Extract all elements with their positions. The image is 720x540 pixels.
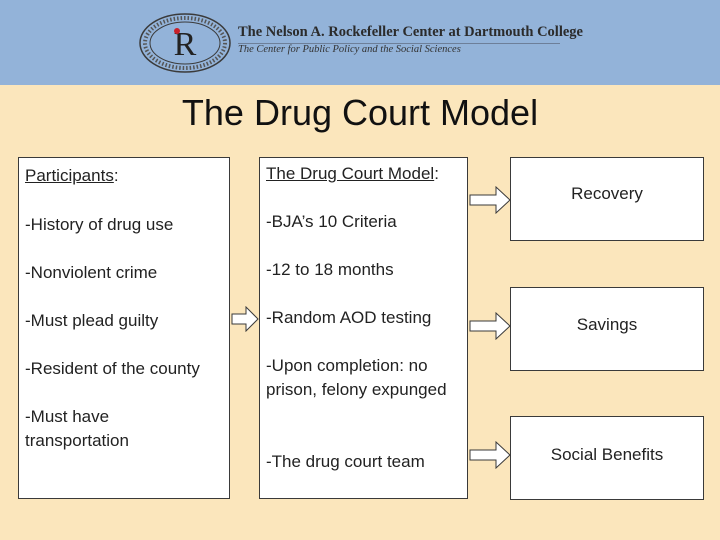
outcome-label: Savings	[576, 315, 638, 334]
participants-heading-text: Participants	[25, 166, 114, 185]
outcome-label: Recovery	[571, 184, 643, 203]
participants-heading-colon: :	[113, 166, 119, 185]
outcome-box-social-benefits: Social Benefits	[510, 416, 704, 500]
participant-item: -Resident of the county	[25, 359, 200, 378]
model-heading-text: The Drug Court Model	[266, 164, 435, 183]
participant-item: -Nonviolent crime	[25, 263, 158, 282]
center-name: The Nelson A. Rockefeller Center at Dart…	[238, 24, 583, 40]
model-item: -The drug court team	[266, 452, 425, 471]
model-item: -Upon completion: no prison, felony expu…	[266, 356, 447, 399]
participant-item: -Must plead guilty	[25, 311, 159, 330]
arrow-right-icon	[469, 186, 511, 214]
model-box: The Drug Court Model: -BJA’s 10 Criteria…	[259, 157, 468, 499]
seal-letter: R	[174, 26, 197, 63]
arrow-right-icon	[469, 312, 511, 340]
model-item: -Random AOD testing	[266, 308, 432, 327]
model-item: -BJA’s 10 Criteria	[266, 212, 397, 231]
participants-box: Participants: -History of drug use -Nonv…	[18, 157, 230, 499]
arrow-right-icon	[469, 441, 511, 469]
outcome-box-savings: Savings	[510, 287, 704, 371]
participant-item: -History of drug use	[25, 215, 174, 234]
participants-heading: Participants:	[25, 164, 119, 188]
seal-logo-icon: R	[139, 13, 231, 73]
header-divider	[238, 43, 560, 44]
arrow-right-icon	[231, 306, 259, 332]
model-heading-colon: :	[434, 164, 439, 183]
outcome-box-recovery: Recovery	[510, 157, 704, 241]
model-heading: The Drug Court Model:	[266, 162, 439, 186]
header-banner: R The Nelson A. Rockefeller Center at Da…	[0, 0, 720, 85]
model-item: -12 to 18 months	[266, 260, 394, 279]
center-subtitle: The Center for Public Policy and the Soc…	[238, 44, 461, 55]
slide-title: The Drug Court Model	[181, 92, 539, 133]
participant-item: -Must have transportation	[25, 407, 129, 450]
outcome-label: Social Benefits	[550, 445, 664, 464]
